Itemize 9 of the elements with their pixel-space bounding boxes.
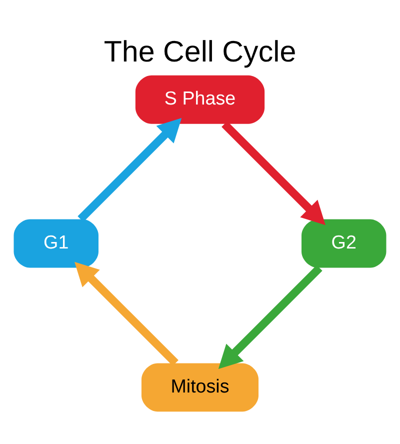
node-box: G2	[302, 219, 386, 268]
arrow	[218, 265, 322, 370]
diagram-title: The Cell Cycle	[104, 35, 296, 68]
arrow	[78, 118, 182, 222]
node-box: G1	[14, 219, 98, 268]
arrow	[74, 262, 178, 366]
node-box: Mitosis	[141, 363, 259, 412]
node-box: S Phase	[135, 75, 265, 124]
arrow	[222, 121, 326, 226]
